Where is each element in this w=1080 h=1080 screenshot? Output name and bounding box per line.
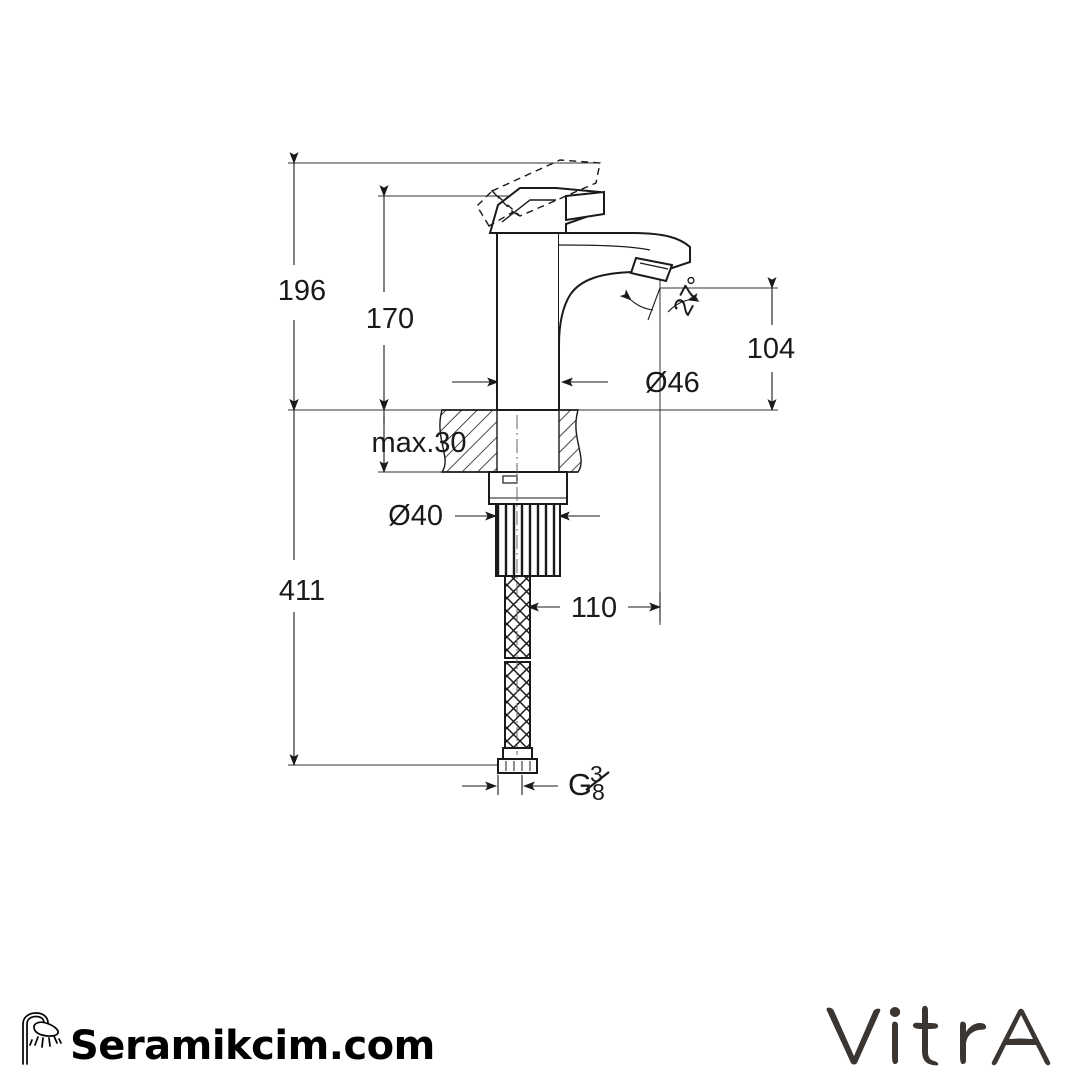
dimension-label-max30: max.30 [371,427,466,459]
dimension-label-411: 411 [279,575,325,607]
dimension-label-d46: Ø46 [645,367,700,399]
dimension-label-d40: Ø40 [388,500,443,532]
dimension-label-104: 104 [747,333,795,365]
angle-27-arc [619,287,700,321]
dimension-label-170: 170 [366,303,414,335]
faucet-spout [558,232,691,410]
dimension-label-196: 196 [278,275,326,307]
angle-label-27: 27° [667,271,712,320]
lever-handle-open-ghost [476,159,601,227]
thread-prefix: G [568,767,592,802]
threaded-shank [495,503,561,577]
mounting-nut [488,471,568,505]
lever-handle [488,187,605,234]
dimension-label-110: 110 [571,592,617,624]
faucet-body [496,232,560,411]
thread-size-label: G 3 8 [568,761,610,805]
dimension-g38 [462,775,558,795]
aerator [629,256,674,283]
thread-denominator: 8 [592,779,605,805]
